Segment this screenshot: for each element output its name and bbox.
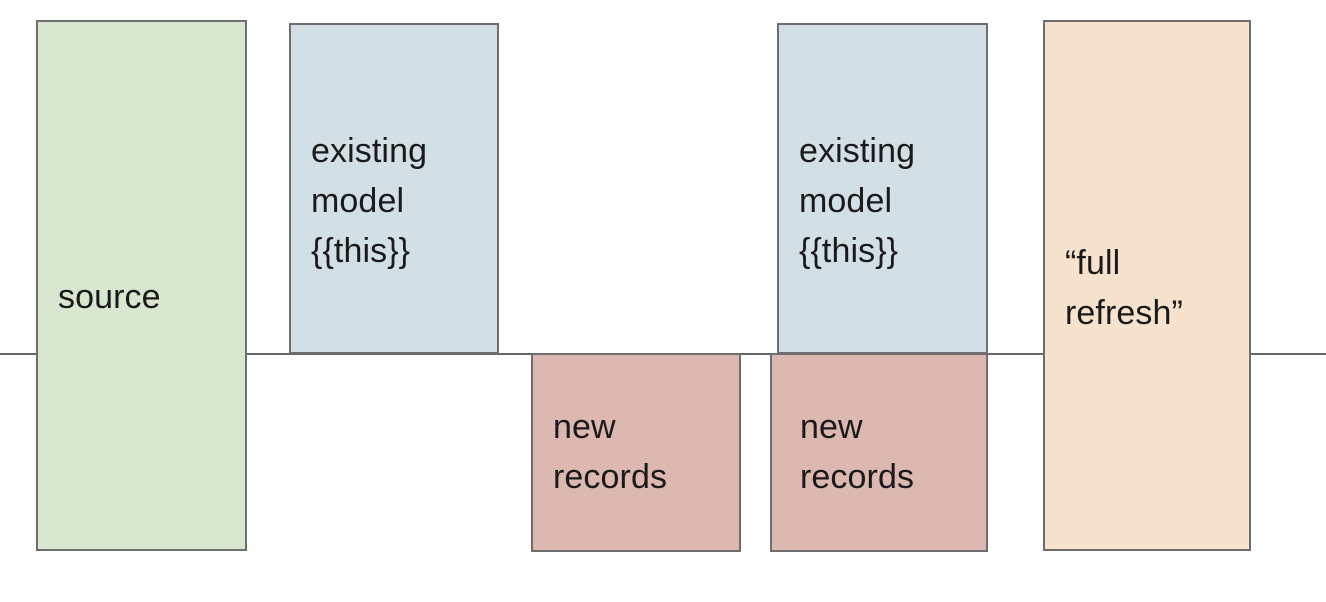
box-new-records-2-label: new records (800, 408, 915, 496)
box-source-label: source (58, 278, 161, 316)
box-full-refresh-label: “full refresh” (1065, 244, 1183, 332)
box-source[interactable]: source (36, 20, 247, 551)
box-existing-model-2-label: existing model {{this}} (799, 132, 916, 270)
box-full-refresh[interactable]: “full refresh” (1043, 20, 1251, 551)
box-new-records-1-label: new records (553, 408, 668, 496)
box-new-records-1[interactable]: new records (531, 353, 741, 552)
box-new-records-2[interactable]: new records (770, 353, 988, 552)
box-existing-model-2[interactable]: existing model {{this}} (777, 23, 988, 354)
box-existing-model-1[interactable]: existing model {{this}} (289, 23, 499, 354)
box-existing-model-1-label: existing model {{this}} (311, 132, 428, 270)
